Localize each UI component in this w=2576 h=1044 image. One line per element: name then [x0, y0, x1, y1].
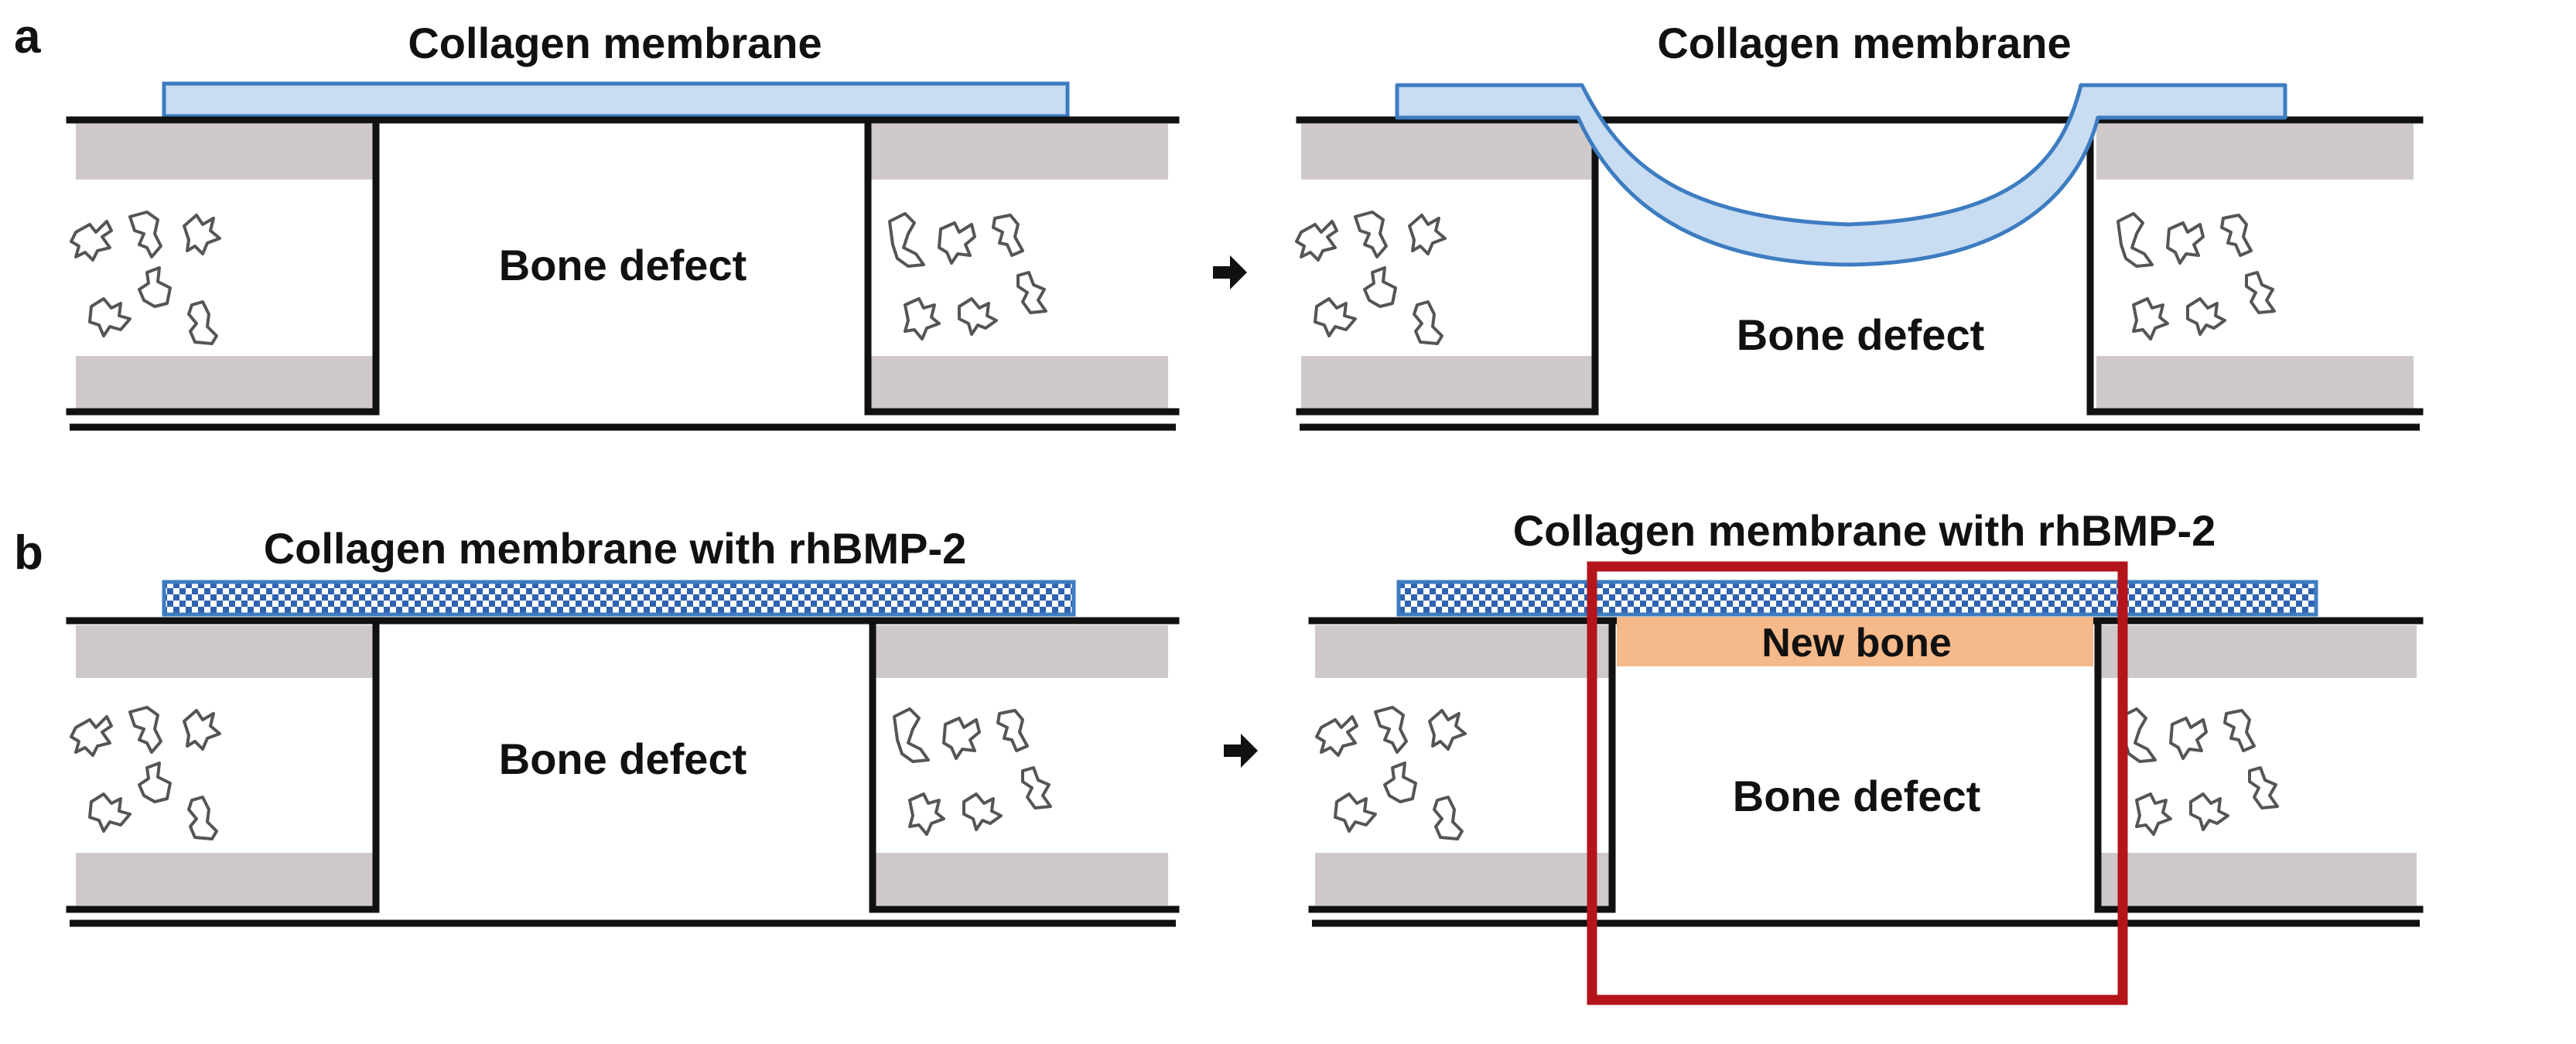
new-bone-layer — [1617, 617, 2093, 666]
bone-grey-band-top — [2098, 625, 2417, 678]
bone-grey-band-top — [868, 124, 1168, 180]
bone-grey-band-top — [873, 625, 1168, 678]
panel-a-right: Collagen membrane Bone defect — [1295, 19, 2424, 431]
bone-grey-band-bottom — [868, 356, 1168, 409]
panel-b-right: Collagen membrane with rhBMP-2 New bone … — [1308, 506, 2424, 1005]
bone-grey-band-top — [2096, 124, 2414, 180]
bone-trabeculae — [2120, 707, 2279, 836]
bone-trabeculae — [2116, 212, 2276, 341]
bone-trabeculae — [1295, 211, 1447, 345]
right-arrow-icon — [1213, 255, 1247, 289]
bone-trabeculae — [888, 212, 1047, 341]
collagen-membrane — [162, 81, 1070, 118]
bone-trabeculae — [70, 211, 221, 345]
bone-outline — [1296, 116, 2424, 416]
bone-defect-label: Bone defect — [499, 241, 747, 289]
bone-trabeculae — [70, 706, 221, 840]
bone-grey-band-bottom — [76, 853, 376, 905]
bone-defect-label: Bone defect — [1737, 310, 1985, 359]
bone-grey-band-bottom — [1315, 853, 1612, 905]
bone-grey-band-top — [1301, 124, 1595, 180]
rhbmp2-collagen-membrane — [162, 580, 1076, 617]
panel-b-left: Collagen membrane with rhBMP-2 Bone defe… — [66, 524, 1180, 927]
bone-grey-band-bottom — [873, 853, 1168, 905]
bone-grey-band-top — [76, 124, 376, 180]
bone-trabeculae — [893, 707, 1052, 836]
bone-grey-band-bottom — [2096, 356, 2414, 409]
bone-trabeculae — [1315, 706, 1467, 840]
bone-defect-label: Bone defect — [499, 734, 747, 783]
new-bone-label: New bone — [1761, 621, 1952, 666]
bone-grey-band-top — [1315, 625, 1612, 678]
panel-b-left-title: Collagen membrane with rhBMP-2 — [264, 524, 967, 573]
panel-a-left: Collagen membrane Bone defect — [66, 19, 1180, 431]
bone-outline — [66, 116, 1180, 416]
panel-a-left-title: Collagen membrane — [408, 19, 822, 67]
bone-grey-band-bottom — [1301, 356, 1595, 409]
bone-grey-band-top — [76, 625, 376, 678]
bone-defect-label: Bone defect — [1733, 772, 1981, 820]
panel-b-right-title: Collagen membrane with rhBMP-2 — [1513, 506, 2216, 555]
highlight-box — [1587, 561, 2128, 1005]
bone-grey-band-bottom — [76, 356, 376, 409]
panel-letter-a: a — [14, 10, 41, 63]
panel-a-right-title: Collagen membrane — [1657, 19, 2071, 67]
bone-grey-band-bottom — [2098, 853, 2417, 905]
bone-outline — [66, 617, 1180, 913]
sagging-collagen-membrane — [1395, 83, 2287, 267]
right-arrow-icon — [1224, 734, 1258, 768]
panel-letter-b: b — [14, 526, 43, 580]
rhbmp2-collagen-membrane — [1396, 580, 2318, 617]
